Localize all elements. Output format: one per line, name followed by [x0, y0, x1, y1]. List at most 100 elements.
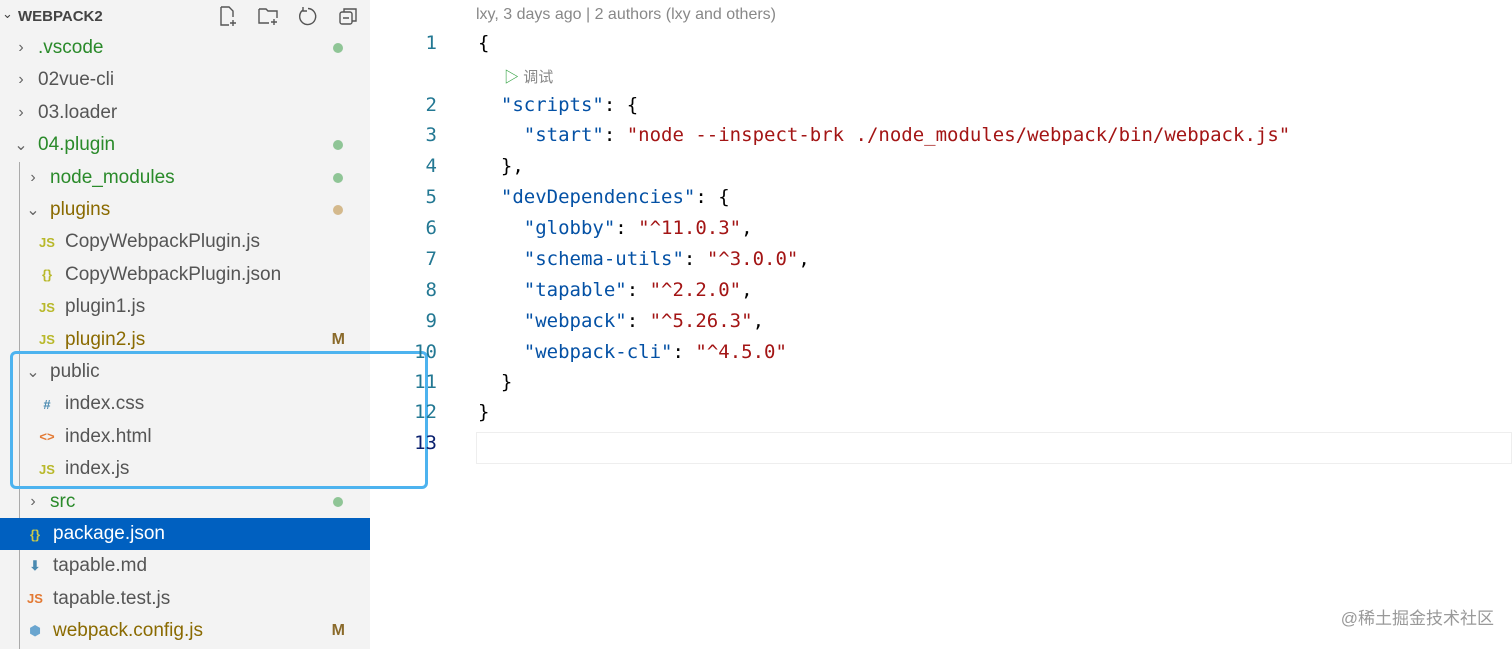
tree-item-label: .vscode [38, 37, 104, 58]
code-token: "tapable" [523, 279, 627, 301]
line-number: 2 [425, 94, 437, 116]
code-token: "webpack-cli" [523, 341, 673, 363]
code-token: "globby" [523, 217, 616, 239]
line-number: 8 [425, 279, 437, 301]
code-token: "schema-utils" [523, 248, 684, 270]
tree-item[interactable]: ›src [0, 486, 370, 518]
tree-item[interactable]: {} package.json [0, 518, 370, 550]
code-token [478, 124, 524, 146]
tree-item[interactable]: ⌄plugins [0, 194, 370, 226]
line-number: 10 [414, 341, 437, 363]
current-line-highlight [476, 432, 1512, 464]
file-type-icon: {} [41, 267, 53, 283]
code-line: "tapable": "^2.2.0", [478, 279, 753, 301]
code-line: "devDependencies": { [478, 186, 730, 208]
tree-item[interactable]: JS plugin1.js [0, 291, 370, 323]
tree-item-label: tapable.test.js [53, 587, 171, 609]
new-folder-icon[interactable] [256, 4, 280, 28]
chevron-right-icon[interactable]: › [18, 71, 24, 89]
code-line: } [478, 401, 489, 423]
line-number: 4 [425, 155, 437, 177]
chevron-right-icon[interactable]: › [18, 103, 24, 121]
chevron-down-icon: ⌄ [2, 6, 13, 21]
file-type-icon: {} [29, 526, 41, 542]
code-token: "node --inspect-brk ./node_modules/webpa… [626, 124, 1291, 146]
code-token: : { [603, 94, 639, 116]
explorer-header[interactable]: ⌄ WEBPACK2 [0, 0, 370, 32]
tree-item[interactable]: ⬇tapable.md [0, 550, 370, 582]
tree-item[interactable]: › 02vue-cli [0, 64, 370, 96]
tree-item-label: webpack.config.js [53, 620, 203, 642]
tree-item[interactable]: JS tapable.test.js [0, 583, 370, 615]
code-token: "^3.0.0" [706, 248, 799, 270]
code-token [478, 310, 524, 332]
code-token [478, 217, 524, 239]
line-number: 5 [425, 186, 437, 208]
git-status-dot [333, 140, 343, 151]
code-token: : [683, 248, 707, 270]
code-token [478, 341, 524, 363]
tree-item[interactable]: ⌄04.plugin [0, 129, 370, 161]
tree-item-label: package.json [53, 523, 165, 544]
tree-item-label: plugin2.js [65, 328, 146, 350]
chevron-right-icon[interactable]: › [18, 39, 24, 56]
debug-codelens[interactable]: ▷ 调试 [504, 66, 553, 87]
code-token: { [478, 32, 490, 54]
file-type-icon: # [43, 396, 51, 412]
code-token: "start" [523, 124, 604, 146]
line-number: 7 [425, 248, 437, 270]
code-token: , [798, 248, 810, 270]
code-token: : { [695, 186, 730, 208]
code-token: : [603, 124, 627, 146]
code-token: "scripts" [500, 94, 604, 116]
code-token: : [626, 279, 650, 301]
code-line: }, [478, 155, 524, 177]
file-type-icon: JS [27, 591, 43, 607]
code-line: "globby": "^11.0.3", [478, 217, 753, 239]
editor[interactable]: lxy, 3 days ago | 2 authors (lxy and oth… [370, 0, 1512, 649]
modified-badge: M [331, 622, 345, 640]
chevron-down-icon[interactable]: ⌄ [26, 202, 40, 219]
tree-item-label: plugin1.js [65, 296, 146, 318]
tree-item[interactable]: # index.css [0, 388, 370, 420]
watermark: @稀土掘金技术社区 [1340, 609, 1494, 628]
code-line: } [478, 371, 512, 393]
tree-item-label: 02vue-cli [38, 69, 115, 91]
new-file-icon[interactable] [216, 4, 240, 28]
code-token: }, [478, 155, 524, 177]
code-token: "^5.26.3" [649, 310, 753, 332]
code-line: "webpack-cli": "^4.5.0" [478, 341, 787, 363]
tree-item-label: 03.loader [38, 101, 118, 123]
chevron-right-icon[interactable]: › [30, 492, 36, 510]
code-token [478, 248, 524, 270]
annotation-highlight-box [10, 351, 428, 489]
tree-item-label: public [50, 361, 100, 382]
tree-item[interactable]: › .vscode [0, 32, 370, 64]
tree-item[interactable]: <>index.html [0, 421, 370, 453]
line-number: 13 [414, 432, 437, 454]
chevron-down-icon[interactable]: ⌄ [14, 137, 28, 155]
file-type-icon: JS [39, 299, 55, 315]
file-type-icon: <> [39, 429, 55, 445]
line-number: 3 [425, 124, 437, 146]
git-blame-info: lxy, 3 days ago | 2 authors (lxy and oth… [476, 6, 777, 23]
git-status-dot [333, 172, 343, 183]
chevron-right-icon[interactable]: › [30, 168, 36, 186]
tree-item-label: index.css [65, 393, 145, 415]
code-token: } [478, 371, 513, 393]
collapse-all-icon[interactable] [336, 4, 360, 28]
refresh-icon[interactable] [296, 4, 320, 28]
chevron-down-icon[interactable]: ⌄ [26, 364, 40, 381]
file-type-icon: ⬇ [29, 558, 41, 574]
tree-item[interactable]: › 03.loader [0, 97, 370, 129]
tree-item[interactable]: {}CopyWebpackPlugin.json [0, 259, 370, 291]
tree-item[interactable]: ⌄ public [0, 356, 370, 388]
code-line: "start": "node --inspect-brk ./node_modu… [478, 124, 1290, 146]
code-line: { [478, 32, 489, 54]
tree-item[interactable]: ›node_modules [0, 162, 370, 194]
code-token: , [741, 217, 753, 239]
